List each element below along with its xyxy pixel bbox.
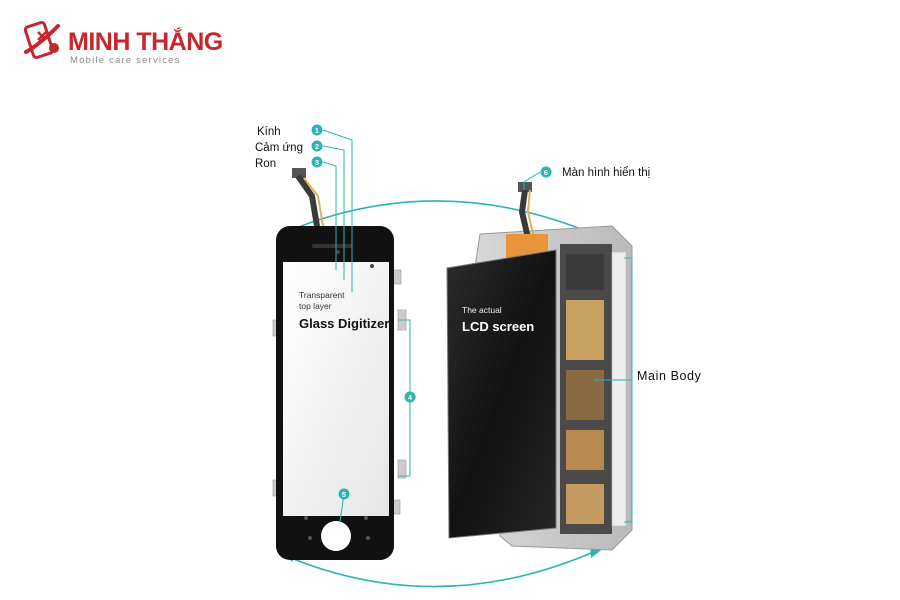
digitizer-glass: [283, 262, 389, 516]
svg-text:3: 3: [315, 158, 319, 167]
digitizer-line1: Transparent: [299, 290, 345, 300]
phone-tools-icon: [24, 20, 60, 60]
lcd-main-body-panel: The actual LCD screen: [446, 182, 633, 551]
marker-6: 6: [540, 166, 552, 178]
label-gasket: Ron: [255, 158, 276, 170]
svg-text:5: 5: [342, 490, 346, 499]
brand-name: MINH THẮNG: [68, 28, 223, 56]
callout-markers: 1 2 3 4 5 6: [311, 124, 552, 500]
lcd-flex-cable: [506, 182, 548, 258]
marker-1: 1: [311, 124, 323, 136]
marker-2: 2: [311, 140, 323, 152]
marker-3: 3: [311, 156, 323, 168]
lcd-line1: The actual: [462, 305, 502, 315]
marker-5: 5: [338, 488, 350, 500]
lcd-title: LCD screen: [462, 319, 534, 334]
digitizer-line2: top layer: [299, 301, 332, 311]
svg-text:2: 2: [315, 142, 319, 151]
digitizer-title: Glass Digitizer: [299, 316, 389, 331]
brand-tagline: Mobile care services: [70, 55, 181, 66]
label-main-body: Main Body: [637, 369, 702, 383]
label-touch: Cảm ứng: [255, 142, 303, 154]
svg-text:4: 4: [408, 393, 413, 402]
lcd-screen: [446, 249, 557, 539]
home-button-hole: [321, 521, 351, 551]
label-glass: Kính: [257, 126, 281, 138]
front-camera-slot: [312, 244, 352, 248]
brand-logo: MINH THẮNG Mobile care services: [24, 18, 224, 68]
svg-text:1: 1: [315, 126, 319, 135]
marker-4: 4: [404, 391, 416, 403]
top-cycle-arrow: [285, 200, 599, 237]
glass-digitizer-panel: Transparent top layer Glass Digitizer: [272, 168, 407, 560]
svg-text:6: 6: [544, 168, 548, 177]
label-display: Màn hình hiển thị: [562, 167, 650, 179]
bottom-cycle-arrow: [285, 549, 599, 588]
cycle-arrows: [285, 200, 599, 588]
